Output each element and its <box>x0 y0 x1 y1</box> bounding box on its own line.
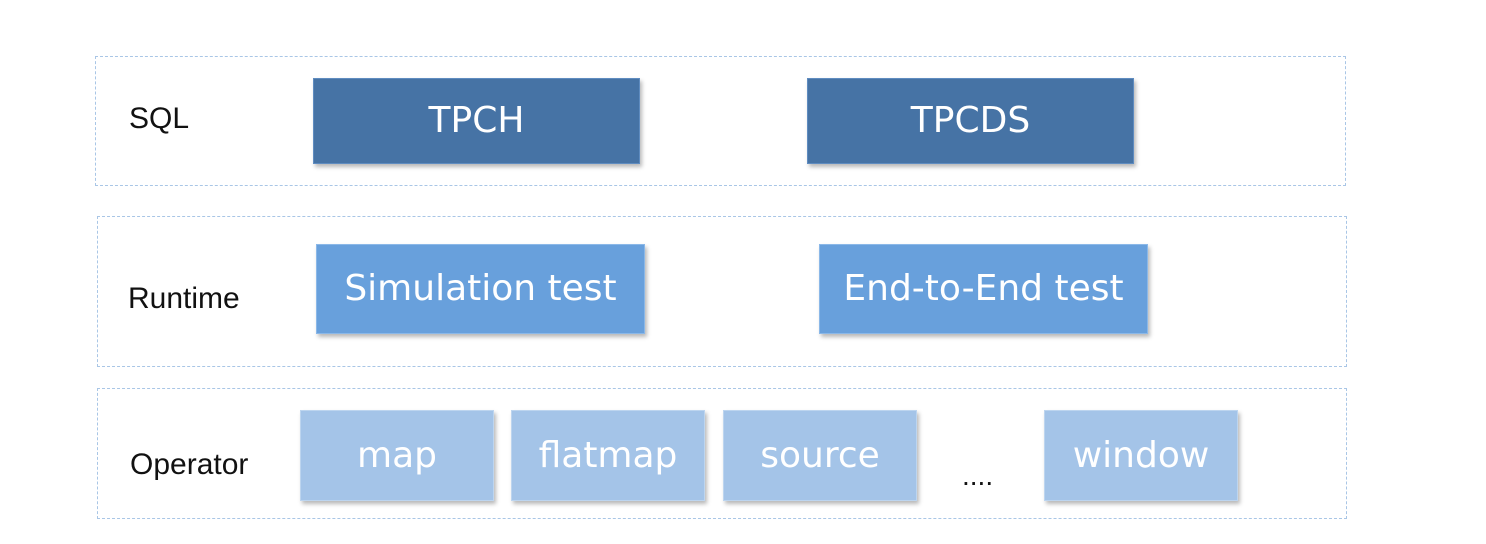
runtime-layer <box>97 216 1347 367</box>
runtime-layer-label: Runtime <box>128 282 240 315</box>
end-to-end-test-box: End-to-End test <box>819 244 1148 334</box>
sql-layer <box>95 56 1346 186</box>
window-box: window <box>1044 410 1238 501</box>
map-box: map <box>300 410 494 501</box>
sql-layer-label: SQL <box>129 102 190 135</box>
tpcds-box: TPCDS <box>807 78 1134 164</box>
operator-layer-label: Operator <box>130 448 249 481</box>
tpch-box: TPCH <box>313 78 640 164</box>
ellipsis: .... <box>962 460 994 491</box>
source-box: source <box>723 410 917 501</box>
simulation-test-box: Simulation test <box>316 244 645 334</box>
flatmap-box: flatmap <box>511 410 705 501</box>
